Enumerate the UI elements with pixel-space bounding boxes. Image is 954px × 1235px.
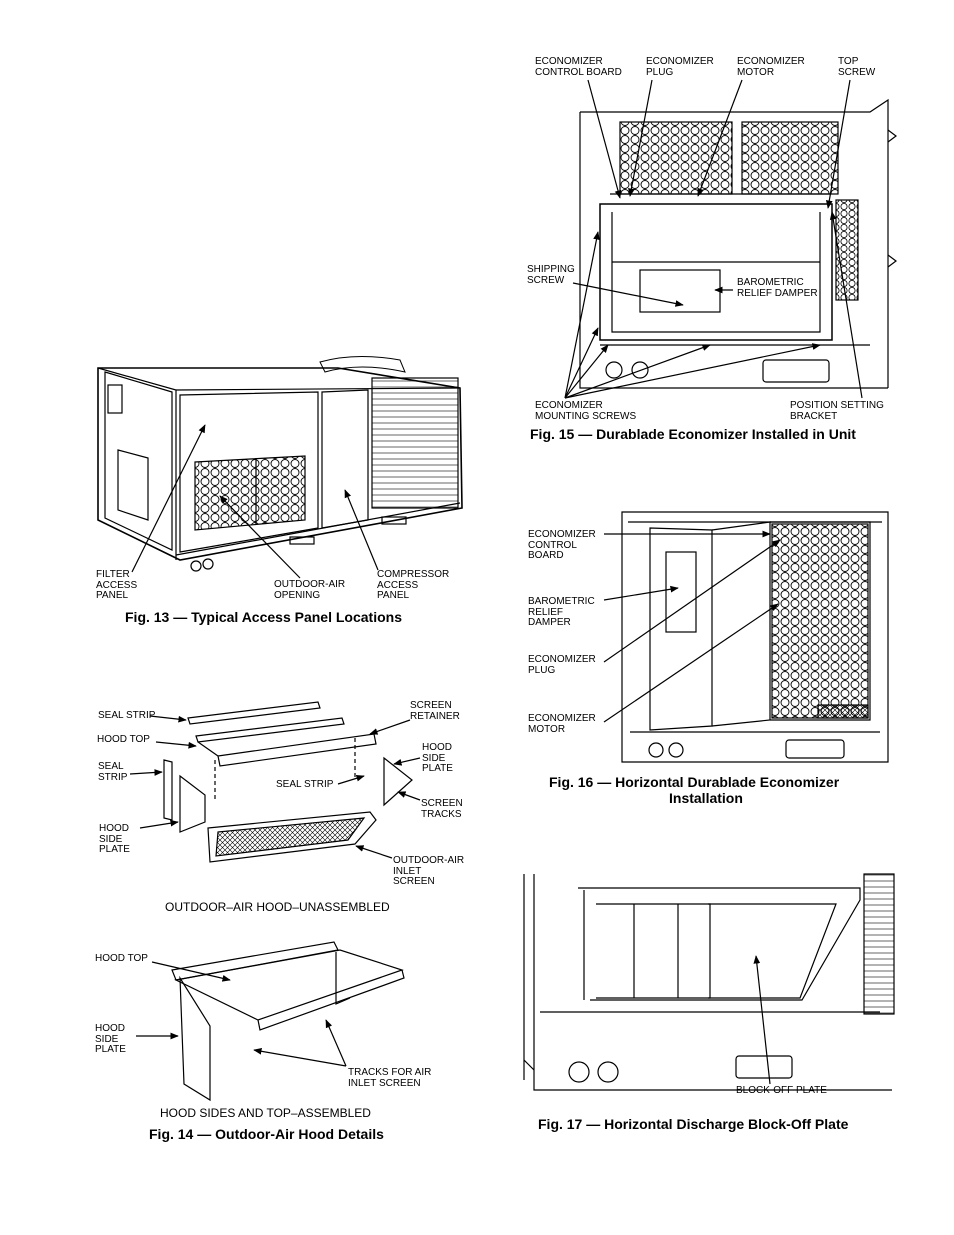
fig15-label-position-bracket: POSITION SETTING BRACKET bbox=[790, 400, 884, 422]
fig14-label-screen-retainer: SCREEN RETAINER bbox=[410, 700, 460, 722]
fig15-label-control-board: ECONOMIZER CONTROL BOARD bbox=[535, 56, 622, 78]
horizontal-economizer-drawing bbox=[621, 511, 889, 763]
fig14-label-inlet-screen: OUTDOOR-AIR INLET SCREEN bbox=[393, 855, 465, 887]
fig14-assembled-title: HOOD SIDES AND TOP–ASSEMBLED bbox=[160, 1106, 371, 1120]
hood-unassembled-drawing bbox=[129, 701, 421, 863]
fig13-caption: Fig. 13 — Typical Access Panel Locations bbox=[125, 609, 402, 625]
fig15-caption: Fig. 15 — Durablade Economizer Installed… bbox=[530, 426, 856, 442]
fig16-label-barometric: BAROMETRIC RELIEF DAMPER bbox=[528, 596, 595, 628]
fig14-label-hood-top: HOOD TOP bbox=[97, 734, 150, 745]
fig15-illustration bbox=[480, 0, 954, 430]
fig13-label-compressor-panel: COMPRESSOR ACCESS PANEL bbox=[377, 569, 450, 601]
fig14-label-tracks: TRACKS FOR AIR INLET SCREEN bbox=[348, 1067, 432, 1089]
fig16-label-plug: ECONOMIZER PLUG bbox=[528, 654, 596, 676]
fig14-label-seal-strip-top: SEAL STRIP bbox=[98, 710, 156, 721]
blockoff-plate-drawing bbox=[523, 873, 895, 1091]
fig14-label-hood-side-right: HOOD SIDE PLATE bbox=[422, 742, 453, 774]
fig14-unassembled-title: OUTDOOR–AIR HOOD–UNASSEMBLED bbox=[165, 900, 390, 914]
fig15-label-plug: ECONOMIZER PLUG bbox=[646, 56, 714, 78]
fig13-illustration bbox=[97, 355, 463, 579]
fig16-illustration bbox=[480, 500, 954, 770]
fig16-caption-line1: Fig. 16 — Horizontal Durablade Economize… bbox=[549, 774, 840, 790]
economizer-installed-drawing bbox=[579, 98, 897, 389]
fig15-label-barometric: BAROMETRIC RELIEF DAMPER bbox=[737, 277, 818, 299]
fig17-caption: Fig. 17 — Horizontal Discharge Block-Off… bbox=[538, 1116, 849, 1132]
fig16-label-motor: ECONOMIZER MOTOR bbox=[528, 713, 596, 735]
fig14-label-seal-strip-left: SEAL STRIP bbox=[98, 761, 128, 783]
fig14-label-screen-tracks: SCREEN TRACKS bbox=[421, 798, 463, 820]
fig15-label-mounting-screws: ECONOMIZER MOUNTING SCREWS bbox=[535, 400, 637, 422]
fig14-illustration bbox=[0, 680, 480, 1120]
fig14-label-hood-top-2: HOOD TOP bbox=[95, 953, 148, 964]
rooftop-unit-drawing bbox=[97, 355, 463, 572]
fig13-label-outdoor-air-opening: OUTDOOR-AIR OPENING bbox=[274, 579, 346, 601]
fig14-caption: Fig. 14 — Outdoor-Air Hood Details bbox=[149, 1126, 384, 1142]
hood-assembled-drawing bbox=[136, 941, 405, 1102]
fig14-label-hood-side-left: HOOD SIDE PLATE bbox=[99, 823, 130, 855]
fig14-label-hood-side-2: HOOD SIDE PLATE bbox=[95, 1023, 126, 1055]
fig17-illustration bbox=[480, 860, 954, 1110]
fig13-label-filter-panel: FILTER ACCESS PANEL bbox=[96, 569, 138, 601]
fig14-label-seal-strip-mid: SEAL STRIP bbox=[276, 779, 334, 790]
fig15-label-motor: ECONOMIZER MOTOR bbox=[737, 56, 805, 78]
fig16-caption-line2: Installation bbox=[669, 790, 743, 806]
fig15-label-top-screw: TOP SCREW bbox=[838, 56, 876, 78]
fig17-label-blockoff: BLOCK-OFF PLATE bbox=[736, 1085, 827, 1096]
fig16-label-control-board: ECONOMIZER CONTROL BOARD bbox=[528, 529, 596, 561]
fig15-label-shipping-screw: SHIPPING SCREW bbox=[527, 264, 575, 286]
